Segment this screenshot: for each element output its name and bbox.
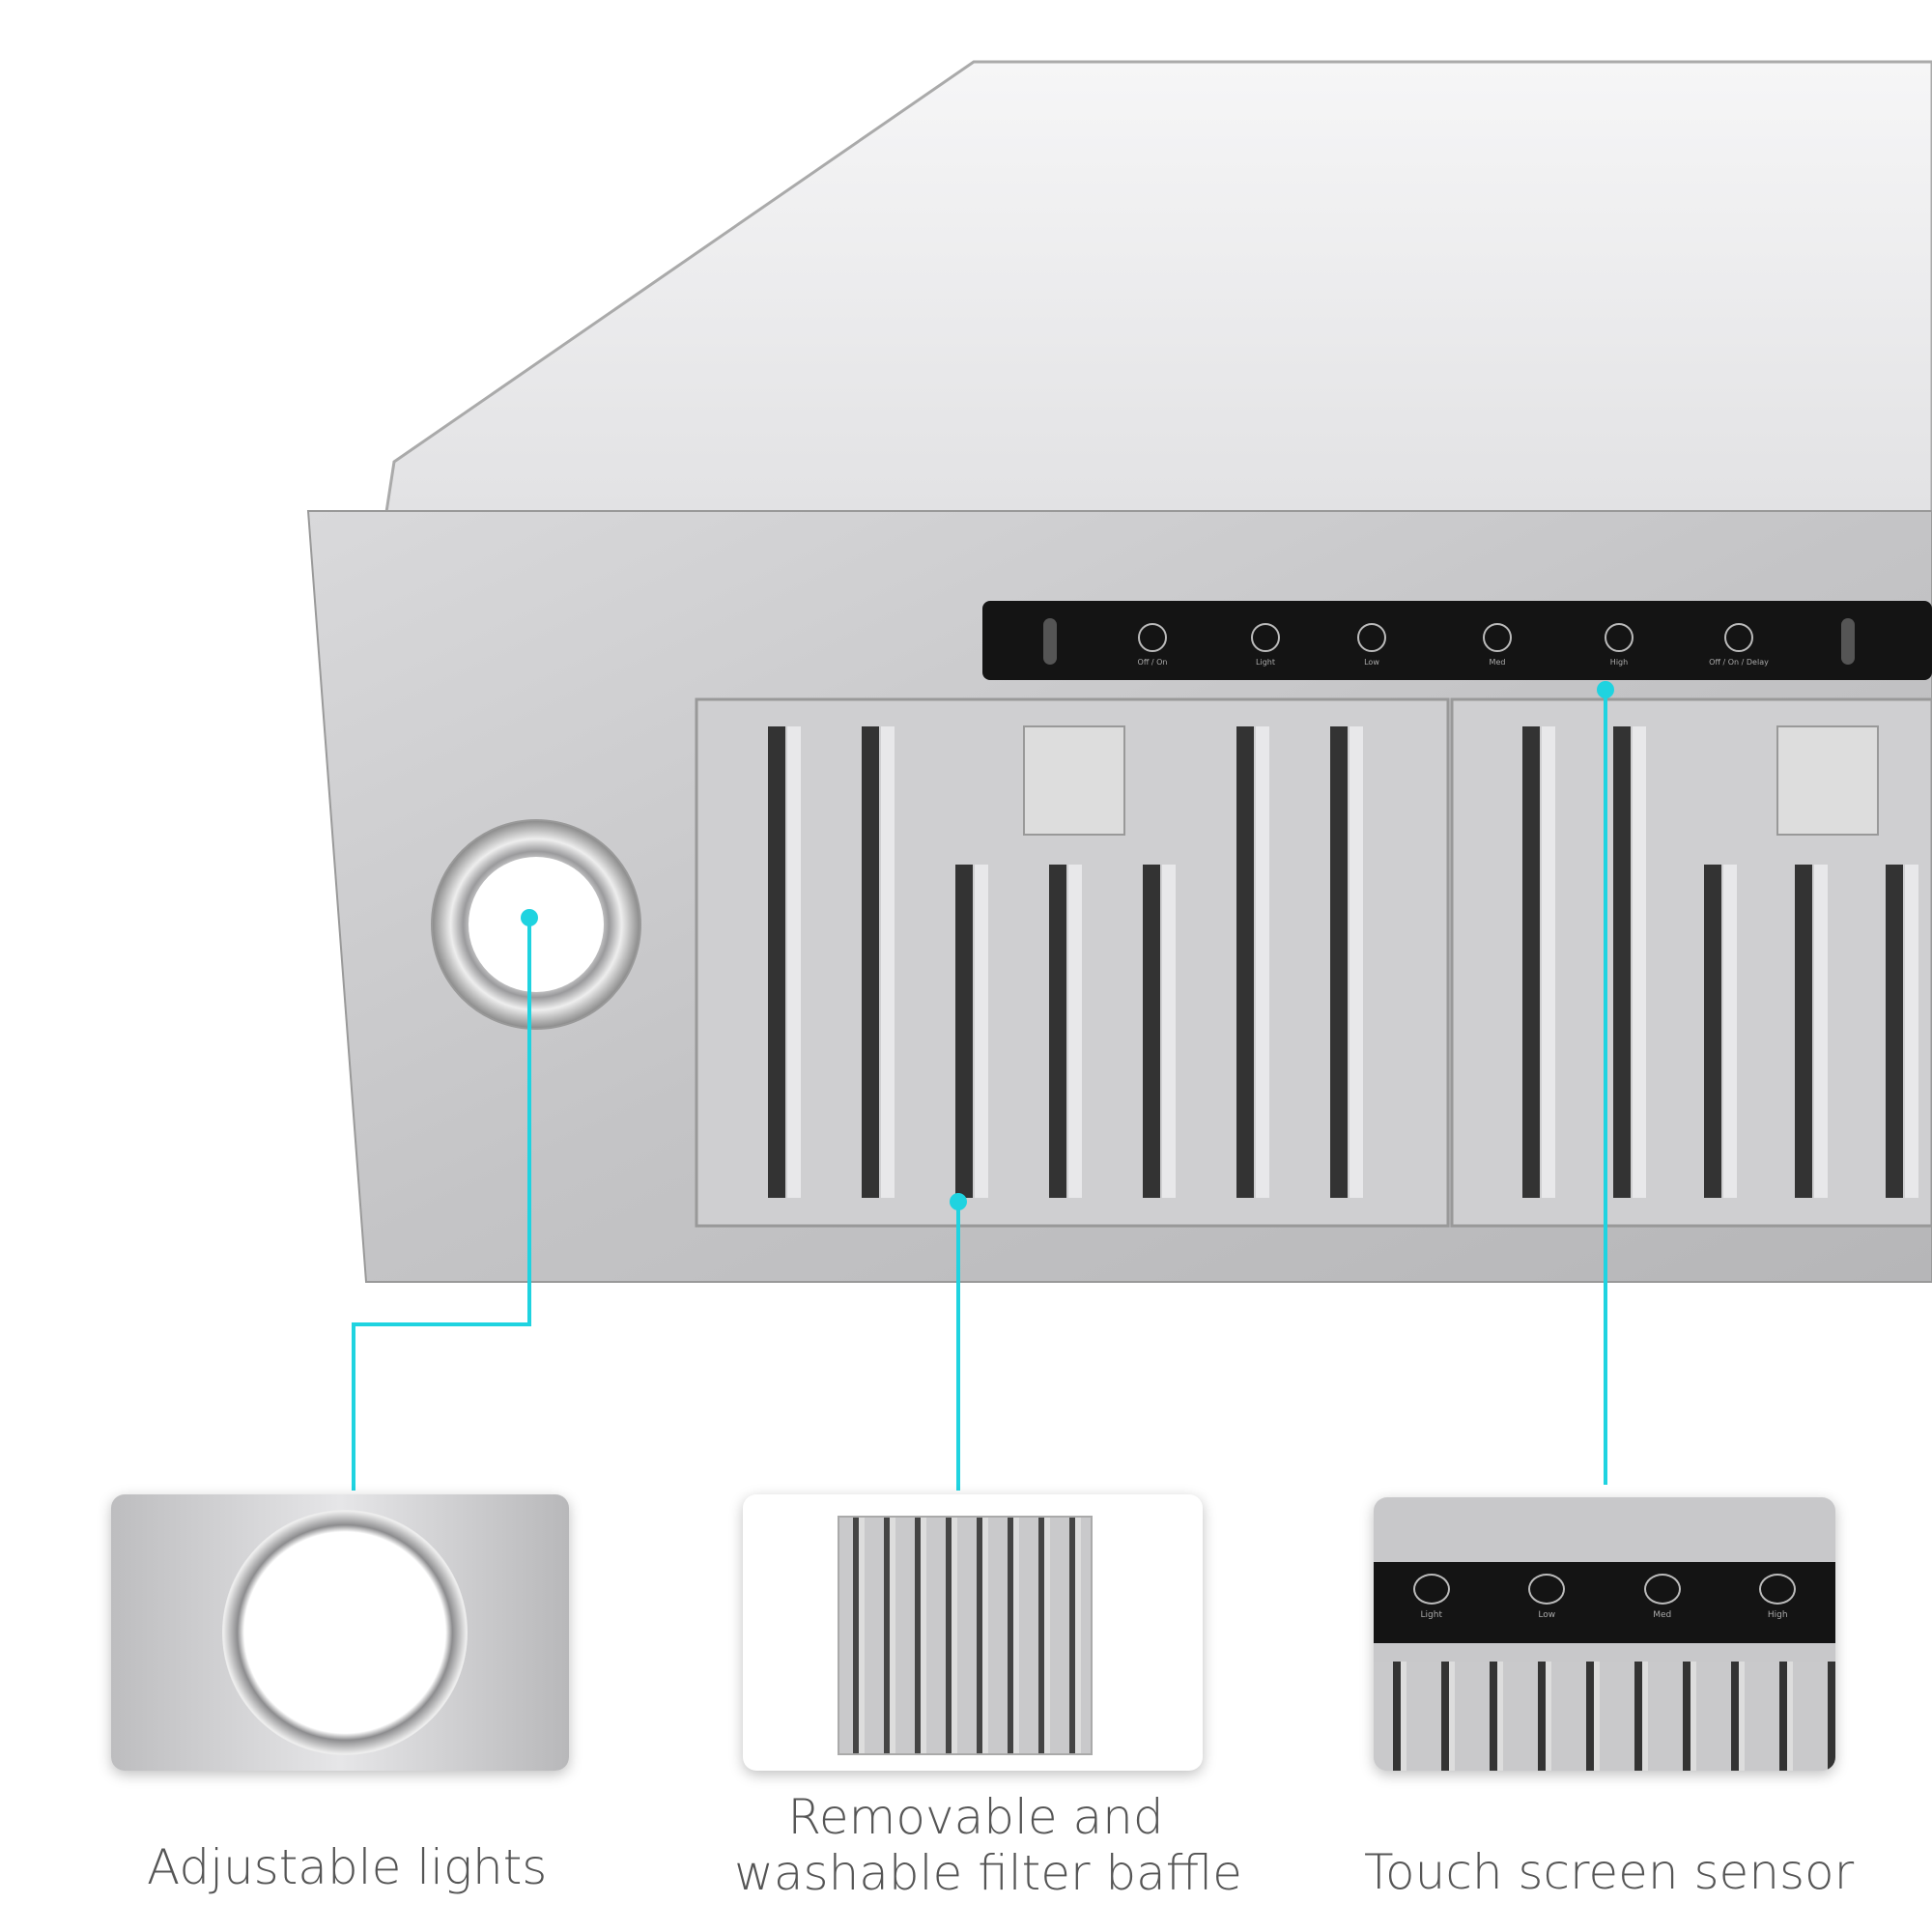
fan-icon bbox=[1643, 1574, 1681, 1605]
panel-indicator bbox=[1043, 618, 1057, 665]
bulb-icon bbox=[1251, 623, 1280, 652]
detail-button-label: Med bbox=[1653, 1610, 1672, 1620]
filter-handle bbox=[1776, 725, 1879, 836]
baffle-slat bbox=[1542, 726, 1555, 1198]
baffle-slot bbox=[1613, 726, 1631, 1198]
control-panel bbox=[982, 601, 1932, 680]
baffle-slot bbox=[862, 726, 879, 1198]
fan-icon bbox=[1759, 1574, 1797, 1605]
fan-icon bbox=[1357, 623, 1386, 652]
label-filter-baffle: Removable and washable filter baffle bbox=[734, 1789, 1242, 1901]
panel-button[interactable]: Off / On bbox=[1138, 623, 1168, 667]
panel-button-label: High bbox=[1610, 658, 1628, 667]
panel-button-label: Low bbox=[1364, 658, 1379, 667]
panel-button[interactable]: Light bbox=[1251, 623, 1280, 667]
baffle-slat bbox=[1068, 865, 1082, 1198]
baffle-slot bbox=[1886, 865, 1903, 1198]
baffle-slat bbox=[1162, 865, 1176, 1198]
detail-panel-button: Low bbox=[1528, 1574, 1566, 1620]
label-line2: washable filter baffle bbox=[734, 1844, 1242, 1901]
panel-indicator bbox=[1841, 618, 1855, 665]
panel-button[interactable]: Med bbox=[1483, 623, 1512, 667]
detail-button-label: Light bbox=[1420, 1610, 1442, 1620]
label-touch-screen: Touch screen sensor bbox=[1364, 1844, 1855, 1900]
fan-icon bbox=[1483, 623, 1512, 652]
baffle-slat bbox=[1905, 865, 1918, 1198]
card-filter-detail bbox=[743, 1494, 1203, 1771]
baffle-slot bbox=[768, 726, 785, 1198]
baffle-slat bbox=[881, 726, 895, 1198]
baffle-slat bbox=[1633, 726, 1646, 1198]
detail-panel-button: Med bbox=[1643, 1574, 1681, 1620]
light-lens bbox=[469, 857, 604, 992]
filter-left bbox=[695, 697, 1450, 1228]
label-line1: Removable and bbox=[787, 1789, 1164, 1845]
panel-button[interactable]: High bbox=[1605, 623, 1634, 667]
baffle-slot bbox=[1143, 865, 1160, 1198]
panel-button-label: Med bbox=[1490, 658, 1506, 667]
baffle-slat bbox=[975, 865, 988, 1198]
filter-right bbox=[1450, 697, 1932, 1228]
baffle-slot bbox=[1795, 865, 1812, 1198]
panel-button-label: Light bbox=[1256, 658, 1275, 667]
fan-icon bbox=[1605, 623, 1634, 652]
baffle-slot bbox=[1522, 726, 1540, 1198]
panel-button[interactable]: Low bbox=[1357, 623, 1386, 667]
baffle-slot bbox=[1704, 865, 1721, 1198]
hood-top bbox=[384, 60, 1932, 514]
detail-button-label: Low bbox=[1538, 1610, 1556, 1620]
filter-baffle-detail bbox=[838, 1516, 1093, 1755]
baffle-slat bbox=[1256, 726, 1269, 1198]
callout-dot bbox=[1597, 681, 1614, 698]
power-icon bbox=[1724, 623, 1753, 652]
light-ring-detail bbox=[222, 1510, 468, 1755]
callout-dot bbox=[521, 909, 538, 926]
callout-lines bbox=[352, 690, 1607, 1491]
card-light-detail bbox=[111, 1494, 569, 1771]
detail-panel-button: High bbox=[1759, 1574, 1797, 1620]
filter-handle bbox=[1023, 725, 1125, 836]
panel-button[interactable]: Off / On / Delay bbox=[1709, 623, 1769, 667]
detail-button-label: High bbox=[1767, 1610, 1788, 1620]
panel-button-label: Off / On / Delay bbox=[1709, 658, 1769, 667]
baffle-slot bbox=[1236, 726, 1254, 1198]
baffle-slot bbox=[1049, 865, 1066, 1198]
detail-control-panel: Light Low Med High bbox=[1374, 1562, 1835, 1643]
baffle-slat bbox=[1350, 726, 1363, 1198]
detail-panel-button: Light bbox=[1412, 1574, 1450, 1620]
detail-filter-strip bbox=[1374, 1662, 1835, 1771]
label-adjustable-lights: Adjustable lights bbox=[147, 1839, 548, 1895]
baffle-slot bbox=[1330, 726, 1348, 1198]
bulb-icon bbox=[1412, 1574, 1450, 1605]
hand-wave-icon bbox=[1138, 623, 1167, 652]
callout-dot bbox=[950, 1193, 967, 1210]
baffle-slat bbox=[1814, 865, 1828, 1198]
fan-icon bbox=[1528, 1574, 1566, 1605]
baffle-slat bbox=[1723, 865, 1737, 1198]
card-touch-detail: Light Low Med High bbox=[1374, 1497, 1835, 1771]
baffle-slat bbox=[787, 726, 801, 1198]
panel-button-label: Off / On bbox=[1138, 658, 1168, 667]
baffle-slot bbox=[955, 865, 973, 1198]
